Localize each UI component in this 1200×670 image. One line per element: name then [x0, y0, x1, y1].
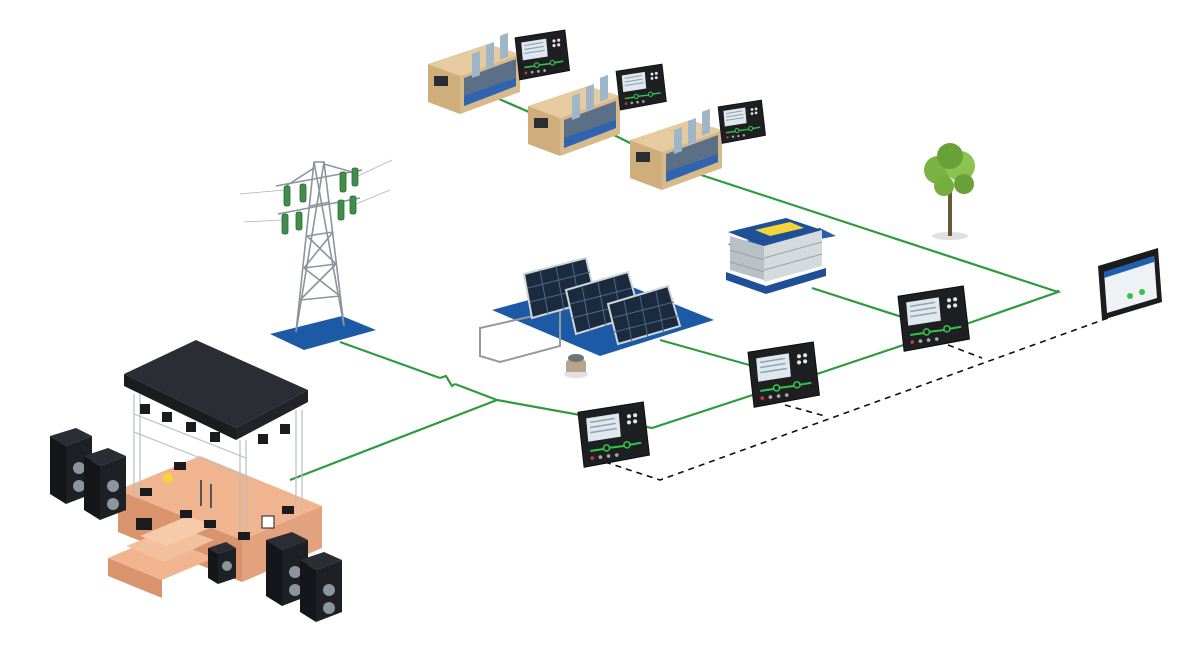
comm-line [604, 317, 1109, 481]
transmission-tower-icon [239, 159, 393, 350]
power-line-grid [339, 340, 441, 380]
power-line-solar [659, 338, 761, 370]
power-line-hop [439, 374, 456, 388]
genset-container-2 [528, 74, 620, 156]
comm-drop-solar [784, 404, 826, 417]
event-stage [50, 340, 342, 622]
speaker-sub [208, 542, 236, 584]
solar-controller [746, 340, 821, 409]
battery-bank [726, 218, 836, 294]
solar-panel-3 [606, 284, 682, 346]
speaker-right-2 [300, 552, 342, 622]
comm-drop-battery [947, 344, 983, 359]
speaker-left-2 [84, 448, 126, 520]
hmi-display [1098, 248, 1162, 320]
tree-icon [924, 143, 975, 240]
power-line-stage [289, 398, 498, 482]
genset-controller-2 [615, 63, 668, 111]
genset-controller-1 [514, 29, 571, 81]
battery-controller [896, 284, 971, 353]
power-line-grid-bus [454, 382, 498, 402]
main-controller [576, 400, 651, 469]
genset-controller-3 [717, 99, 767, 145]
communication-lines [604, 317, 1109, 481]
solar-array [479, 256, 714, 378]
power-line-battery [811, 286, 906, 320]
inverter-dome [564, 354, 588, 378]
